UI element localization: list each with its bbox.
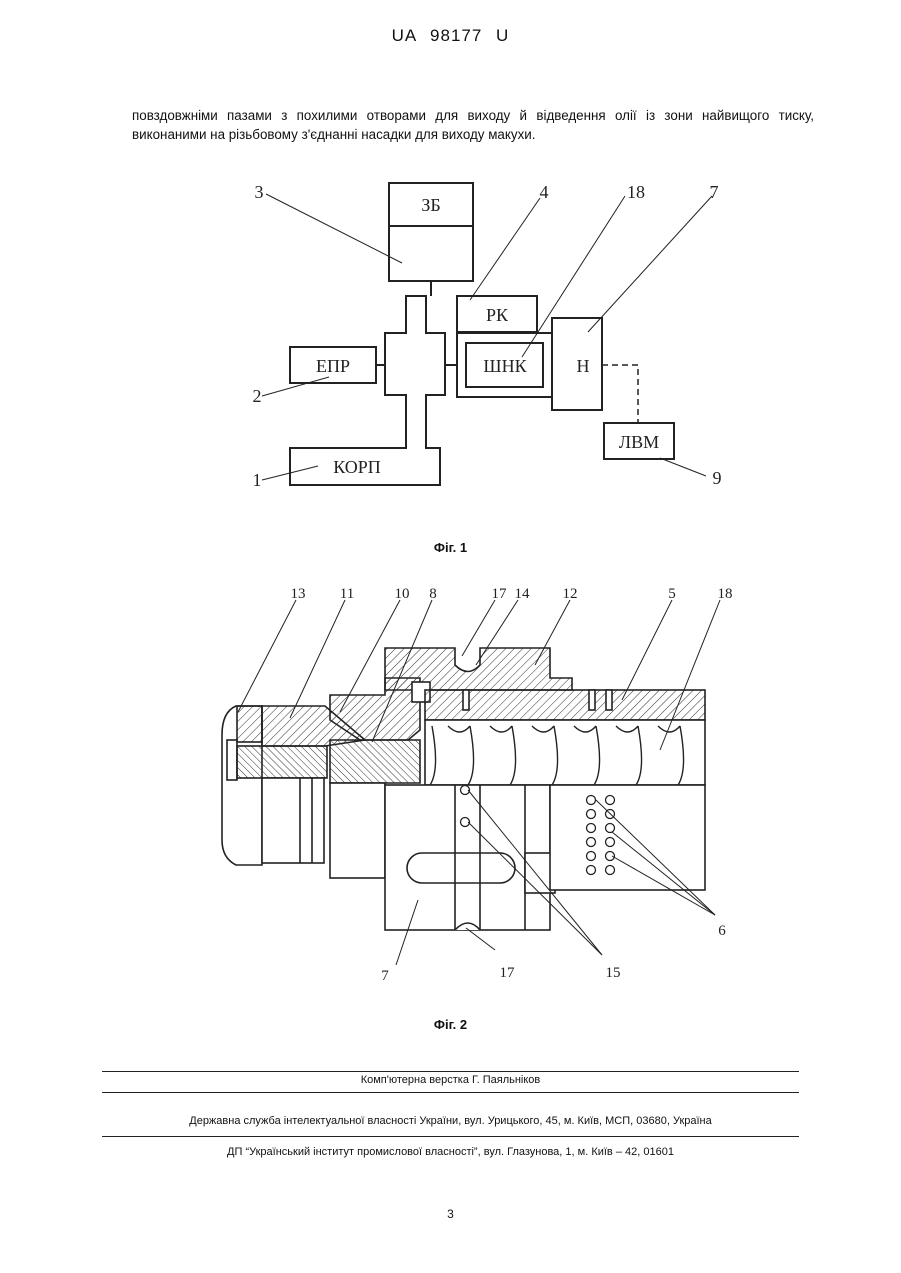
callout-7: 7: [710, 182, 719, 202]
callout-17-bottom: 17: [500, 965, 516, 981]
callout-11: 11: [340, 586, 354, 602]
callout-14: 14: [515, 586, 531, 602]
footer-rule-2: [102, 1092, 799, 1093]
footer-institute: ДП “Український інститут промислової вла…: [0, 1146, 901, 1158]
callout-8: 8: [429, 586, 437, 602]
callout-2: 2: [253, 386, 262, 406]
callout-9: 9: [713, 468, 722, 488]
callout-18-fig2: 18: [718, 586, 733, 602]
callout-1: 1: [253, 470, 262, 490]
footer-layout-credit: Комп'ютерна верстка Г. Паяльніков: [0, 1074, 901, 1086]
label-korp: КОРП: [333, 457, 381, 477]
callout-6: 6: [718, 923, 726, 939]
figure-1-labels: ЗБ РК ШНК Н ЕПР ЛВМ КОРП 3 4 18 7 2 1 9: [253, 182, 722, 490]
label-rk: РК: [486, 305, 509, 325]
label-n: Н: [577, 356, 590, 376]
figure-2-caption: Фіг. 2: [0, 1017, 901, 1032]
page-number: 3: [0, 1207, 901, 1221]
figure-1-caption: Фіг. 1: [0, 540, 901, 555]
callout-4: 4: [540, 182, 549, 202]
label-zb: ЗБ: [421, 195, 440, 215]
footer-rule-3: [102, 1136, 799, 1137]
label-lvm: ЛВМ: [619, 432, 659, 452]
callout-5: 5: [668, 586, 676, 602]
label-epr: ЕПР: [316, 356, 350, 376]
callout-17-top: 17: [492, 586, 508, 602]
label-shnk: ШНК: [483, 356, 527, 376]
callout-18: 18: [627, 182, 645, 202]
callout-13: 13: [291, 586, 306, 602]
callout-10: 10: [395, 586, 410, 602]
callout-7-fig2: 7: [381, 968, 389, 984]
callout-3: 3: [255, 182, 264, 202]
callout-12: 12: [563, 586, 578, 602]
callout-15: 15: [606, 965, 621, 981]
footer-rule-1: [102, 1071, 799, 1072]
footer-agency: Державна служба інтелектуальної власност…: [0, 1115, 901, 1127]
figure-2-drawing: [222, 600, 720, 965]
